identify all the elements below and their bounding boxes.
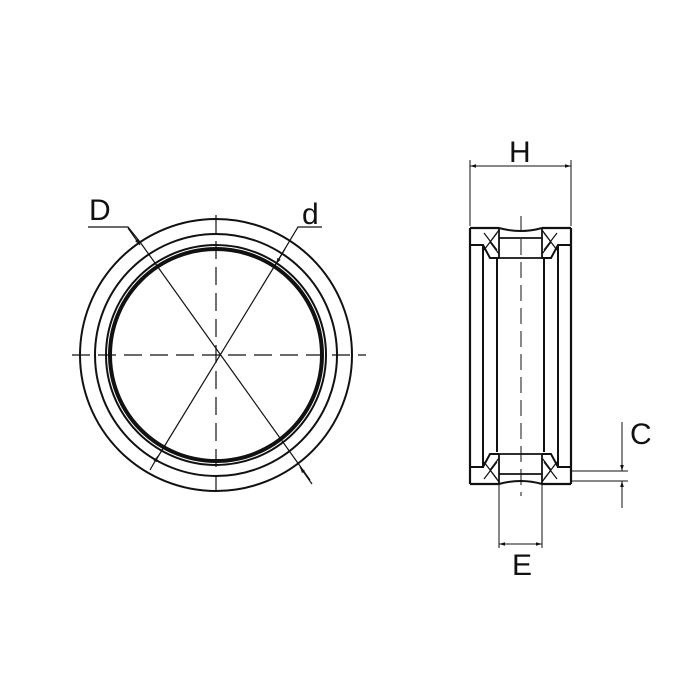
label-bore-width: E: [512, 549, 533, 582]
label-lip-height: C: [630, 418, 652, 451]
label-height: H: [509, 136, 531, 169]
section-view: [468, 160, 628, 548]
label-inner-diameter: d: [302, 198, 319, 231]
label-outer-diameter: D: [89, 194, 111, 227]
front-view: [72, 215, 366, 492]
